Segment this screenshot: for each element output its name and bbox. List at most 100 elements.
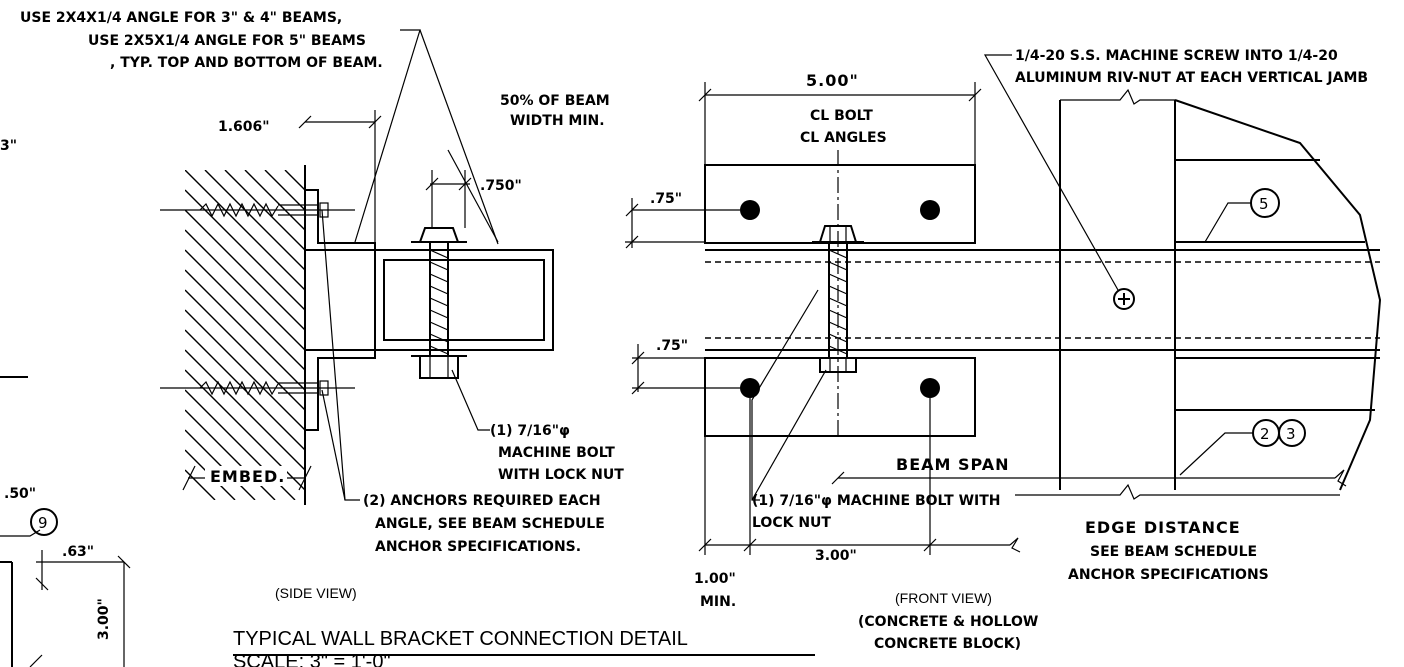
dim-75-top-tick-1 [625, 203, 639, 217]
screw-note-2: ALUMINUM RIV-NUT AT EACH VERTICAL JAMB [1015, 70, 1368, 86]
machine-screw-symbol [1113, 288, 1135, 310]
drawing-scale: SCALE: 3" = 1'-0" [233, 651, 391, 667]
dim-75-bottom-text: .75" [656, 338, 688, 354]
dim-300-front-text: 3.00" [815, 548, 857, 564]
jamb-bottom-break [1015, 483, 1340, 500]
edge-distance-note-3: ANCHOR SPECIFICATIONS [1068, 567, 1269, 583]
dim-embed-tick-2 [298, 465, 312, 491]
anchors-note-1: (2) ANCHORS REQUIRED EACH [363, 493, 601, 509]
screw-note-leader [983, 54, 1119, 291]
dim-1606-text: 1.606" [218, 119, 270, 135]
front-view: 5.00" CL BOLT CL ANGLES .75" .75" 3.00" … [625, 71, 1380, 652]
side-bolt-note-1: (1) 7/16"φ [490, 423, 570, 439]
left-partial-detail: 3" .50" 9 .63" 3.00" [0, 138, 131, 667]
callout-2-3-leader [1179, 432, 1253, 476]
angle-note-leader-2 [419, 29, 499, 245]
min-label: MIN. [700, 594, 736, 610]
beam-tube-inner [383, 259, 545, 341]
dim-75-top-text: .75" [650, 191, 682, 207]
left-dimension-300: 3.00" [96, 598, 112, 640]
anchor-hole-bottom-right [920, 378, 940, 398]
side-view: 1.606" .750" 50% OF BEAM WIDTH MIN. EMBE… [160, 29, 624, 601]
left-partial-tick [29, 654, 43, 667]
title-block: TYPICAL WALL BRACKET CONNECTION DETAIL S… [233, 628, 815, 667]
side-bolt-note-3: WITH LOCK NUT [498, 467, 624, 483]
dim-500-tick-1 [698, 88, 712, 102]
embed-label: EMBED. [210, 467, 285, 486]
anchors-leader-2 [321, 389, 346, 501]
edge-distance-note-2: SEE BEAM SCHEDULE [1090, 544, 1257, 560]
drawing-title: TYPICAL WALL BRACKET CONNECTION DETAIL [233, 628, 688, 650]
bottom-angle-plate [704, 357, 976, 437]
callout-9-leader [0, 529, 41, 537]
screw-note-1: 1/4-20 S.S. MACHINE SCREW INTO 1/4-20 [1015, 48, 1338, 64]
beam-tube-outer [374, 249, 554, 351]
jamb-break-outline [1174, 99, 1382, 491]
top-angle [305, 189, 376, 251]
beam-width-note-2: WIDTH MIN. [510, 113, 605, 129]
front-bolt-leader-1 [751, 289, 819, 501]
callout-bubble-3 [1278, 419, 1306, 447]
angle-note-line-2: USE 2X5X1/4 ANGLE FOR 5" BEAMS [88, 33, 366, 49]
anchor-hole-bottom-left [740, 378, 760, 398]
beam-span-tick [831, 471, 845, 485]
front-bolt-note-1: (1) 7/16"φ MACHINE BOLT WITH [752, 493, 1001, 509]
callout-bubble-3-text: 3 [1286, 425, 1296, 443]
left-dimension-50: .50" [4, 486, 36, 502]
dim-500-text: 5.00" [806, 71, 859, 90]
anchors-note-3: ANCHOR SPECIFICATIONS. [375, 539, 581, 555]
cl-angles-label: CL ANGLES [800, 130, 887, 146]
left-edge-dimension: 3" [0, 138, 17, 154]
side-bolt-leader [451, 369, 490, 431]
embed-label-bg [205, 466, 287, 486]
dim-750-text: .750" [480, 178, 522, 194]
beam-span-break [1334, 469, 1347, 487]
bottom-anchor [160, 380, 355, 396]
front-view-bolt [812, 225, 864, 373]
dim-lower-tick-3 [923, 538, 937, 552]
angle-note-line-3: , TYP. TOP AND BOTTOM OF BEAM. [110, 55, 383, 71]
anchor-hole-top-left [740, 200, 760, 220]
dim-750-tick-1 [425, 177, 439, 191]
side-bolt-note-2: MACHINE BOLT [498, 445, 615, 461]
beam-width-leader [447, 149, 499, 243]
edge-distance-label: EDGE DISTANCE [1085, 518, 1241, 537]
front-bolt-note-2: LOCK NUT [752, 515, 831, 531]
dim-75-top-tick-2 [625, 235, 639, 249]
dim-750-tick-2 [458, 177, 472, 191]
callout-bubble-2-text: 2 [1260, 425, 1270, 443]
dim-lower-tick-2 [743, 538, 757, 552]
callout-bubble-9-text: 9 [38, 514, 48, 532]
jamb-top-break [1060, 88, 1175, 105]
side-view-caption: (SIDE VIEW) [275, 585, 357, 601]
beam-span-label: BEAM SPAN [896, 455, 1010, 474]
callout-bubble-5-text: 5 [1259, 195, 1269, 213]
angle-note-line-1: USE 2X4X1/4 ANGLE FOR 3" & 4" BEAMS, [20, 10, 342, 26]
anchors-note-2: ANGLE, SEE BEAM SCHEDULE [375, 516, 605, 532]
dim-63-tick-2 [35, 577, 49, 591]
beam-width-note-1: 50% OF BEAM [500, 93, 610, 109]
bottom-angle [305, 349, 376, 431]
front-bolt-leader-2 [751, 369, 827, 501]
angle-note: USE 2X4X1/4 ANGLE FOR 3" & 4" BEAMS, USE… [20, 10, 383, 71]
dim-embed-tick-1 [182, 465, 196, 491]
concrete-note-1: (CONCRETE & HOLLOW [858, 614, 1038, 630]
side-view-bolt [411, 227, 467, 379]
wall-hatch [185, 170, 305, 500]
dim-500-tick-2 [968, 88, 982, 102]
anchors-leader-1 [321, 209, 360, 501]
left-dimension-63: .63" [62, 544, 94, 560]
front-view-caption: (FRONT VIEW) [895, 590, 992, 606]
callout-5-leader [1204, 202, 1251, 243]
dim-75-bottom-tick-2 [631, 381, 645, 395]
dim-lower-break [1009, 537, 1021, 553]
cl-bolt-label: CL BOLT [810, 108, 873, 124]
dim-lower-tick-1 [698, 538, 712, 552]
callout-bubble-9 [30, 508, 58, 536]
anchor-hole-top-right [920, 200, 940, 220]
dim-100-text: 1.00" [694, 571, 736, 587]
jamb-detail: 1/4-20 S.S. MACHINE SCREW INTO 1/4-20 AL… [831, 48, 1382, 583]
dim-1606-tick-1 [298, 115, 312, 129]
dim-75-bottom-tick-1 [631, 351, 645, 365]
